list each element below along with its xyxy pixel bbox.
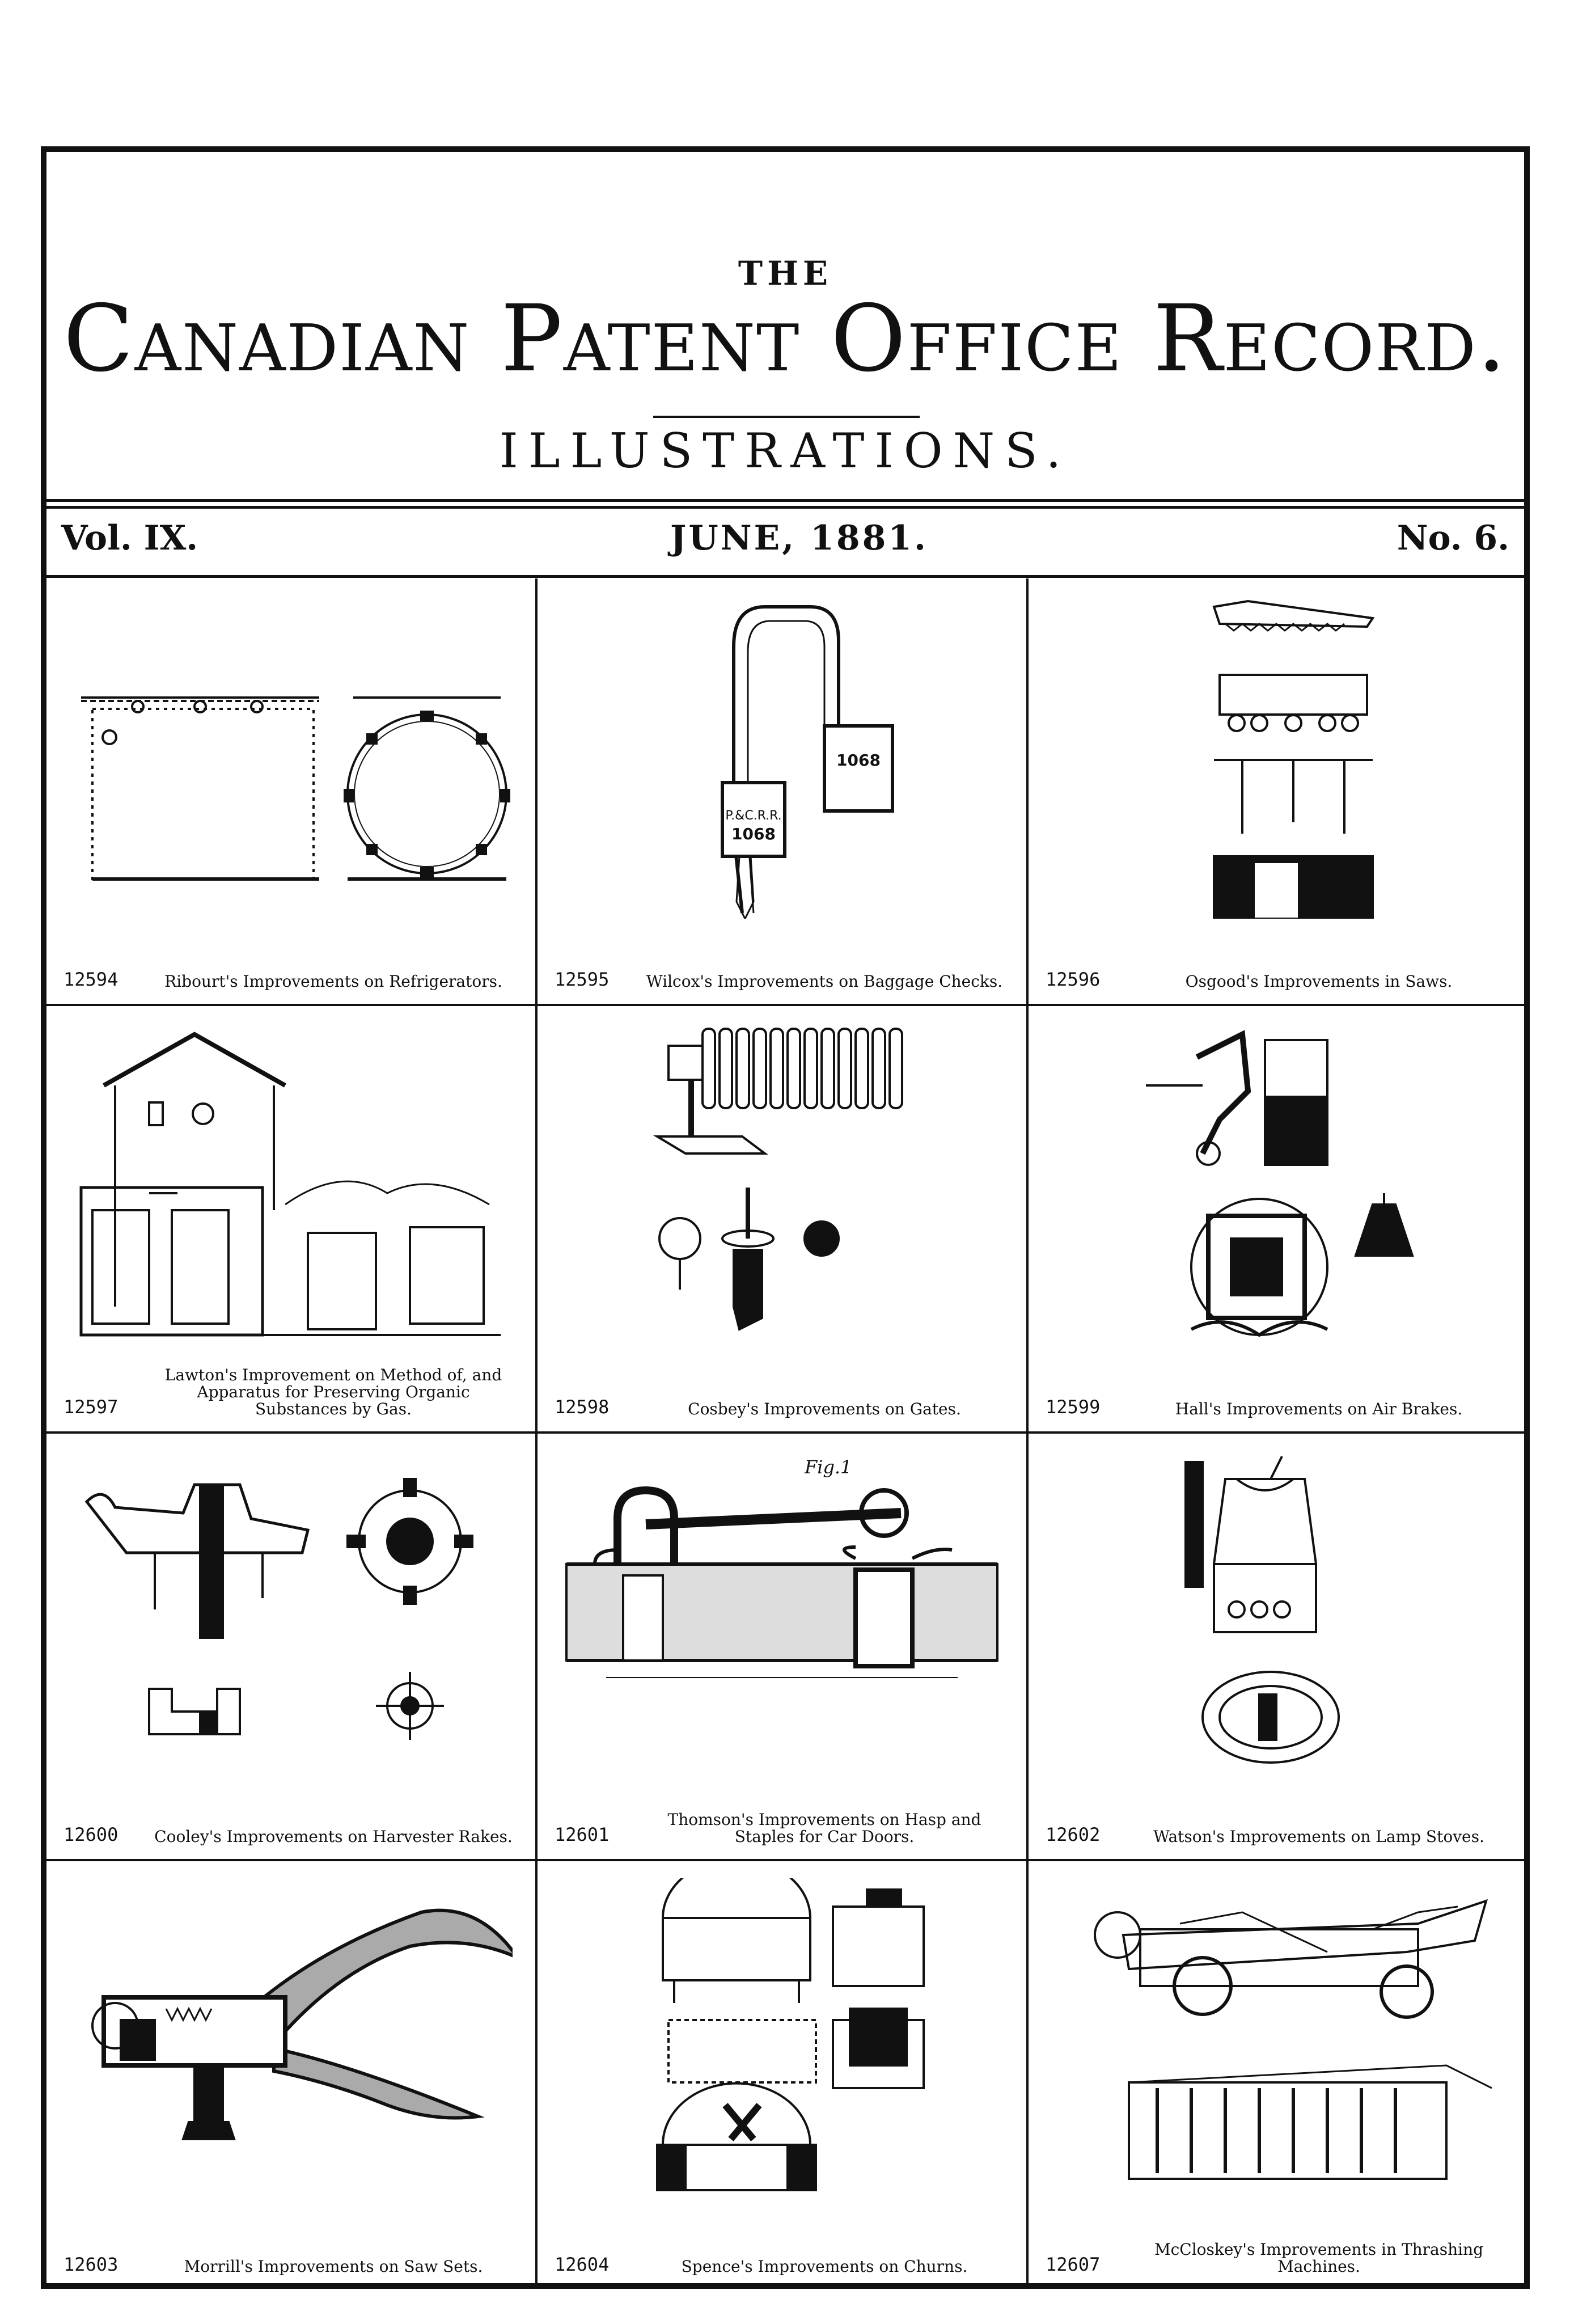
patent-cell: 12604 Spence's Improvements on Churns. [538, 1858, 1029, 2289]
masthead: THE Canadian Patent Office Record. ILLUS… [46, 152, 1524, 498]
patent-number: 12597 [64, 1396, 119, 1418]
check-number-2: 1068 [836, 751, 881, 770]
patent-cell: 12607 McCloskey's Improvements in Thrash… [1029, 1861, 1524, 2289]
check-text-1: P.&C.R.R. [725, 809, 781, 823]
patent-number: 12600 [64, 1824, 119, 1845]
patent-caption: Ribourt's Improvements on Refrigerators. [164, 972, 502, 991]
patent-caption: Thomson's Improvements on Hasp and Stapl… [667, 1810, 981, 1846]
patent-caption: Cosbey's Improvements on Gates. [688, 1400, 961, 1418]
page-frame: THE Canadian Patent Office Record. ILLUS… [41, 146, 1530, 2289]
patent-caption: Cooley's Improvements on Harvester Rakes… [154, 1827, 513, 1846]
volume-label: Vol. IX. [61, 518, 198, 558]
patent-cell: 12600 Cooley's Improvements on Harvester… [46, 1434, 538, 1861]
saw-set-drawing [69, 1878, 523, 2202]
patent-number: 12596 [1046, 969, 1101, 990]
issue-number: No. 6. [1397, 518, 1509, 558]
check-number-1: 1068 [731, 825, 776, 843]
patent-caption: McCloskey's Improvements in Thrashing Ma… [1154, 2240, 1484, 2276]
patent-number: 12602 [1046, 1824, 1101, 1845]
saw-drawing [1051, 595, 1501, 920]
patent-caption: Osgood's Improvements in Saws. [1185, 972, 1453, 991]
patent-number: 12604 [555, 2254, 610, 2275]
patent-number: 12601 [555, 1824, 610, 1845]
patent-caption: Wilcox's Improvements on Baggage Checks. [646, 972, 1003, 991]
patent-cell: 12602 Watson's Improvements on Lamp Stov… [1029, 1434, 1524, 1861]
hasp-staple-drawing: Fig.1 [560, 1451, 1004, 1774]
patent-cell: Fig.1 12601 Thomson's Improvements on Ha… [538, 1434, 1029, 1861]
header-rule-top [46, 499, 1524, 502]
patent-number: 12595 [555, 969, 610, 990]
patent-cell: P.&C.R.R. 1068 1068 12595 Wilcox's Impro… [538, 578, 1029, 1006]
preserving-apparatus-drawing [69, 1023, 513, 1346]
masthead-the: THE [738, 254, 833, 293]
patent-caption: Morrill's Improvements on Saw Sets. [184, 2257, 483, 2276]
patent-caption: Spence's Improvements on Churns. [681, 2257, 968, 2276]
harvester-rake-drawing [69, 1451, 513, 1774]
patent-caption: Lawton's Improvement on Method of, and A… [164, 1366, 502, 1418]
gate-drawing [560, 1023, 1004, 1346]
title-rule [653, 416, 920, 418]
patent-caption: Hall's Improvements on Air Brakes. [1175, 1400, 1463, 1418]
fig-label: Fig.1 [804, 1456, 852, 1478]
baggage-check-drawing: P.&C.R.R. 1068 1068 [560, 595, 1004, 921]
air-brake-drawing [1051, 1023, 1501, 1346]
patent-number: 12607 [1046, 2254, 1101, 2275]
patent-cell: 12598 Cosbey's Improvements on Gates. [538, 1006, 1029, 1434]
patent-cell: 12596 Osgood's Improvements in Saws. [1029, 578, 1524, 1006]
lamp-stove-drawing [1051, 1451, 1501, 1774]
patent-cell: 12599 Hall's Improvements on Air Brakes. [1029, 1006, 1524, 1434]
issue-date: JUNE, 1881. [670, 518, 928, 558]
churn-drawing [560, 1858, 1004, 2202]
patent-cell: 12597 Lawton's Improvement on Method of,… [46, 1006, 538, 1434]
refrigerator-drawing [69, 595, 513, 919]
patent-number: 12594 [64, 969, 119, 990]
patent-cell: 12603 Morrill's Improvements on Saw Sets… [46, 1861, 538, 2289]
thrashing-machine-drawing [1051, 1878, 1501, 2202]
header-rule-bottom [46, 506, 1524, 509]
publication-subtitle: ILLUSTRATIONS. [499, 423, 1072, 479]
issue-line: Vol. IX. JUNE, 1881. No. 6. [46, 513, 1524, 575]
patent-number: 12603 [64, 2254, 119, 2275]
issue-rule [46, 575, 1524, 578]
illustration-grid: 12594 Ribourt's Improvements on Refriger… [46, 578, 1524, 2289]
patent-cell: 12594 Ribourt's Improvements on Refriger… [46, 578, 538, 1006]
patent-number: 12599 [1046, 1396, 1101, 1418]
publication-title: Canadian Patent Office Record. [63, 286, 1508, 392]
patent-number: 12598 [555, 1396, 610, 1418]
patent-caption: Watson's Improvements on Lamp Stoves. [1153, 1827, 1484, 1846]
